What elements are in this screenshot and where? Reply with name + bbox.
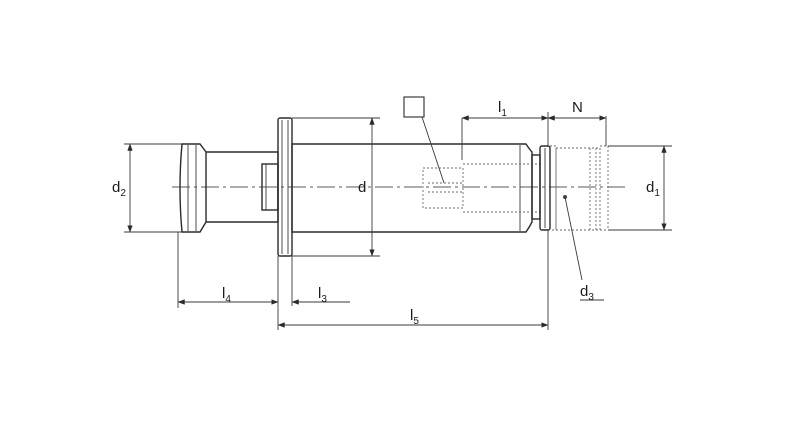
label-l1: l1	[498, 99, 507, 119]
label-d: d	[358, 179, 366, 196]
label-l3: l3	[318, 285, 327, 305]
label-l4: l4	[222, 285, 231, 305]
label-N: N	[572, 99, 583, 116]
label-d3: d3	[580, 283, 594, 303]
extension-lines	[124, 112, 672, 330]
label-l5: l5	[410, 307, 419, 327]
label-d2: d2	[112, 179, 126, 199]
front-flange	[531, 145, 551, 231]
shank	[179, 143, 279, 233]
callout-leader	[421, 116, 445, 184]
dimension-lines	[127, 115, 667, 328]
tap-phantom	[550, 145, 609, 231]
empty-callout-box	[403, 96, 425, 118]
d3-leader	[564, 196, 583, 281]
label-d1: d1	[646, 179, 660, 199]
leaders	[403, 96, 604, 301]
main-body	[291, 143, 542, 233]
